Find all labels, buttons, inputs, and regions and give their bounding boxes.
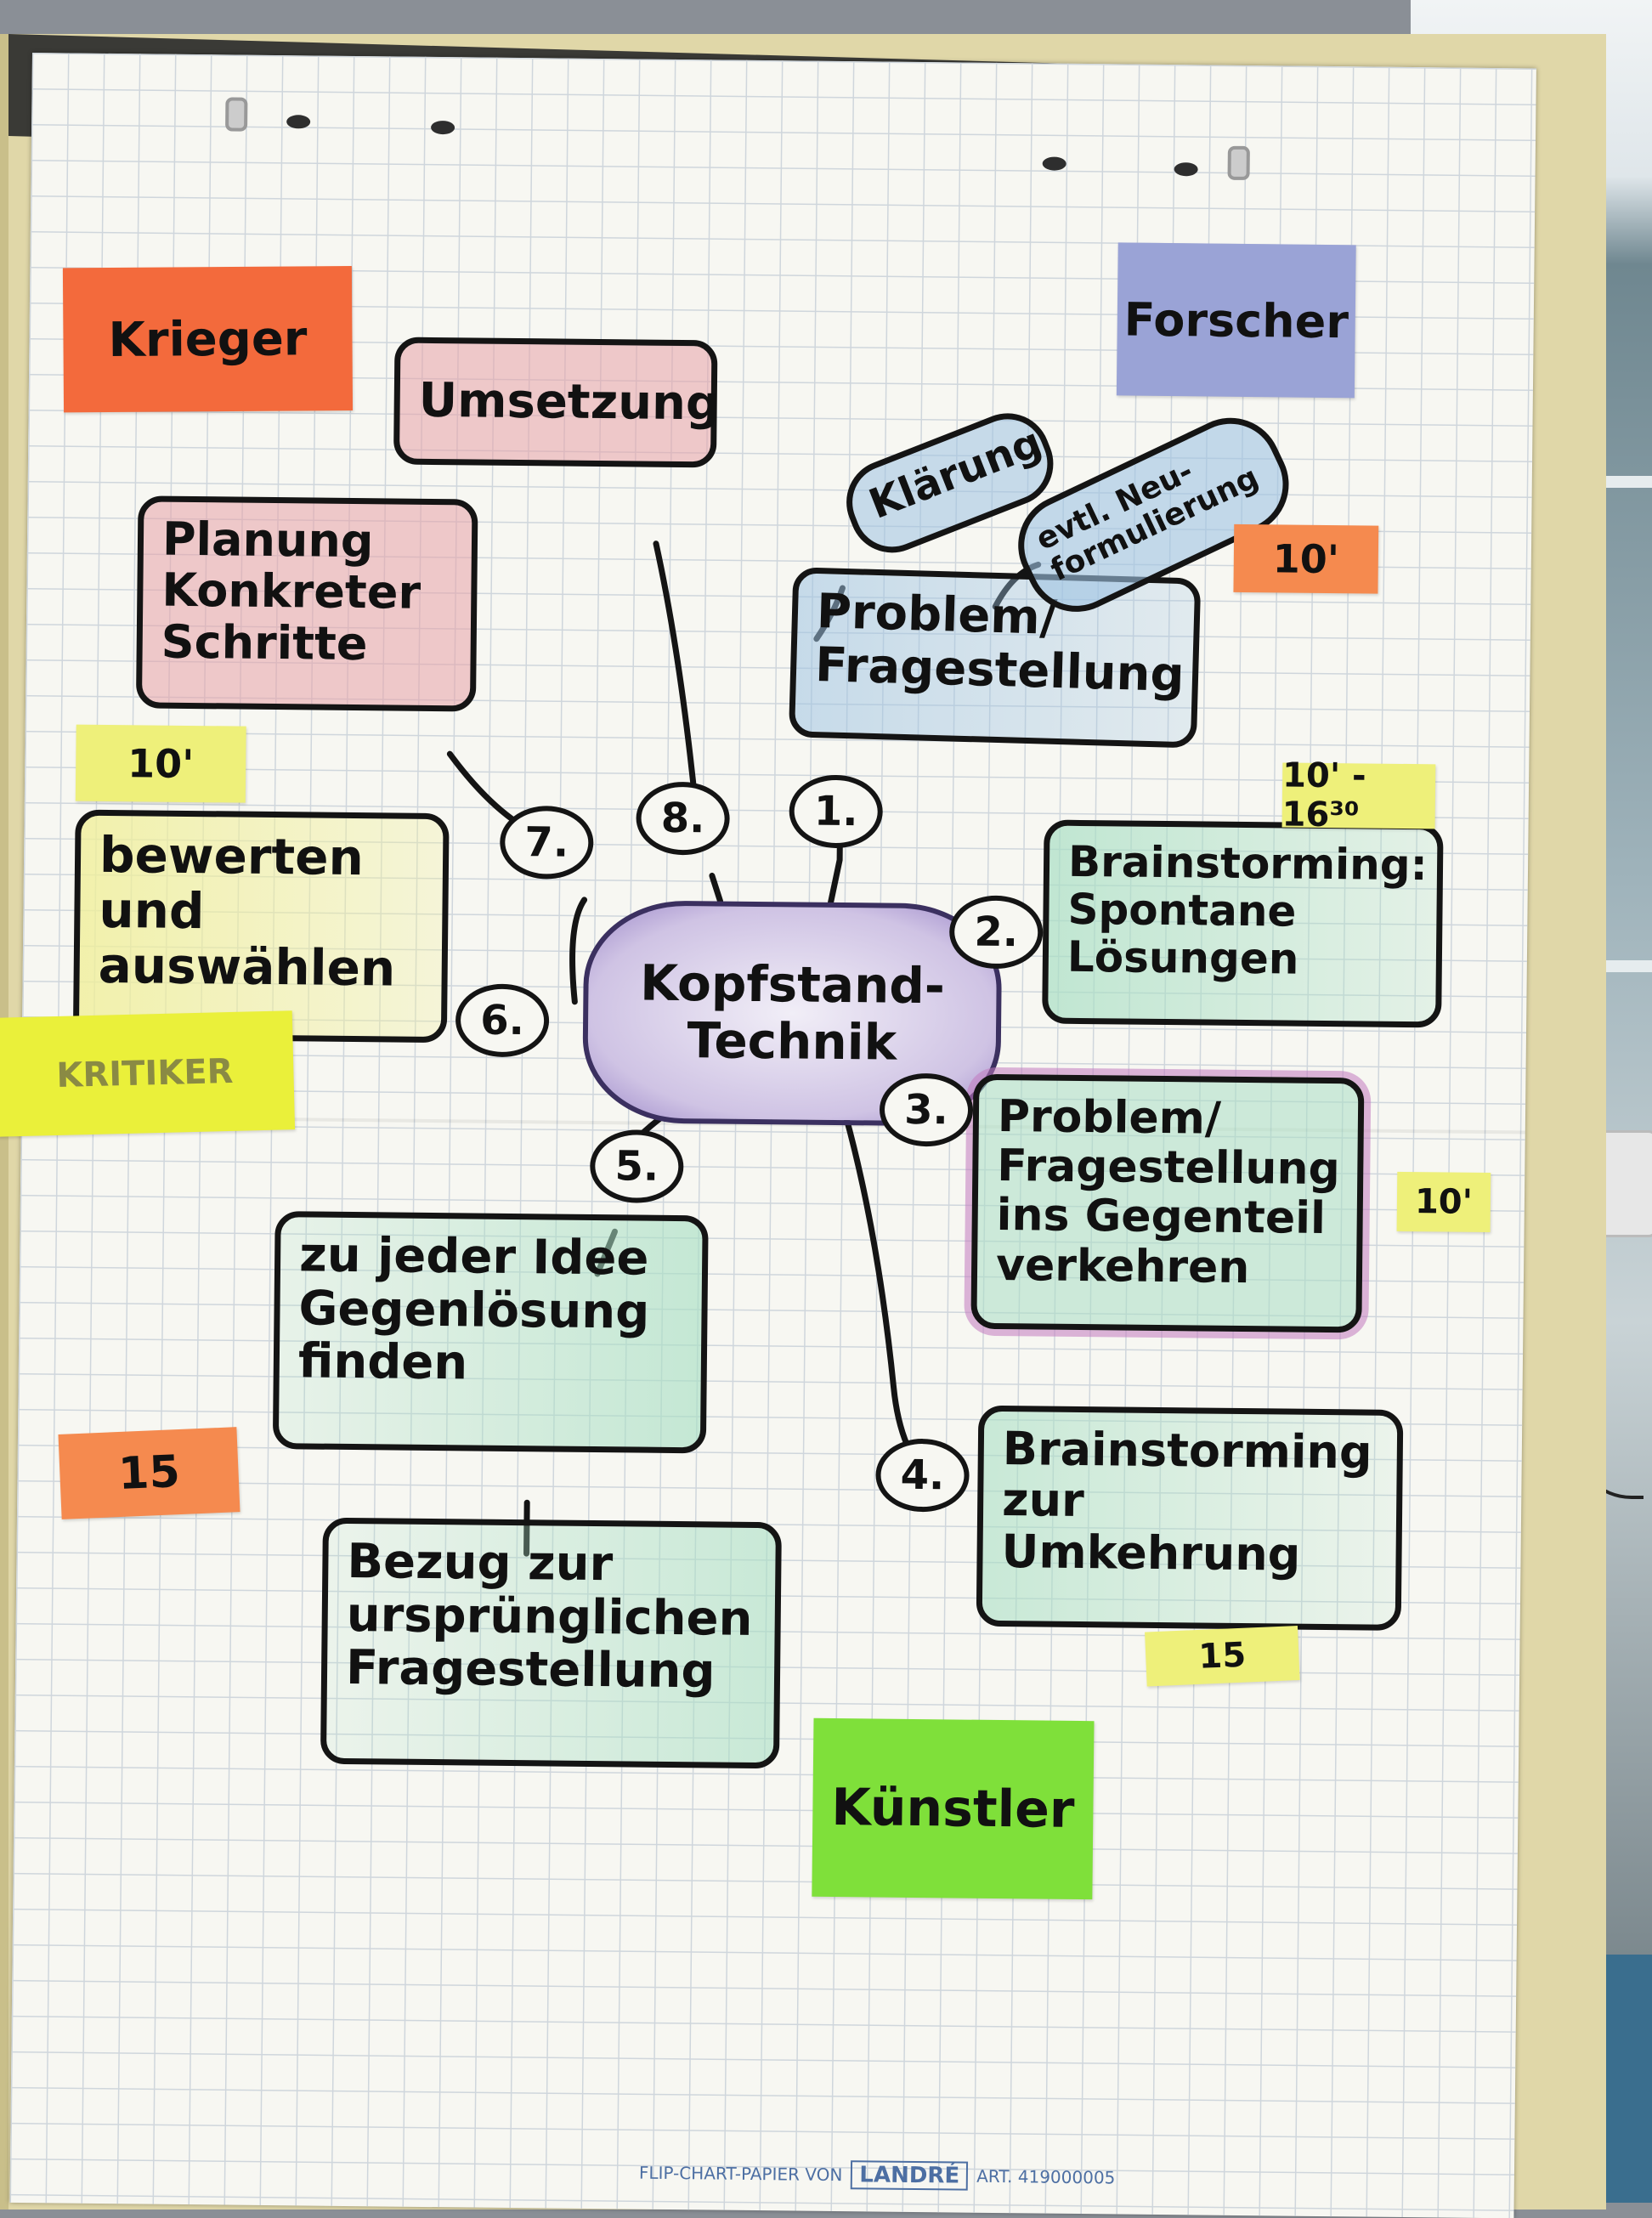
paper-footer: FLIP-CHART-PAPIER VON LANDRÉ ART. 419000… <box>639 2159 1116 2193</box>
role-forscher: Forscher <box>1117 242 1356 398</box>
step-6: 6. <box>455 983 550 1057</box>
time-note-planung: 10' <box>76 725 246 803</box>
connector-8 <box>653 544 699 808</box>
footer-prefix: FLIP-CHART-PAPIER VON <box>639 2163 843 2186</box>
node-brainstorming-umkehrung: Brainstorming zur Umkehrung <box>976 1406 1404 1631</box>
node-umsetzung: Umsetzung <box>393 337 718 467</box>
node-brainstorming-spontan: Brainstorming: Spontane Lösungen <box>1042 820 1443 1028</box>
time-note-gegenteil: 10' <box>1397 1172 1491 1232</box>
connector-7 <box>572 900 585 1002</box>
step-2: 2. <box>949 895 1044 969</box>
step-4: 4. <box>875 1438 970 1512</box>
node-bewerten: bewerten und auswählen <box>73 810 450 1044</box>
connector-4 <box>841 1115 948 1490</box>
step-3: 3. <box>880 1073 974 1147</box>
connector-8-cloud <box>712 875 721 901</box>
step-7: 7. <box>500 806 594 880</box>
node-planung: Planung Konkreter Schritte <box>136 495 478 711</box>
role-kuenstler: Künstler <box>812 1718 1094 1899</box>
time-note-krieger: 15 <box>59 1427 240 1519</box>
node-problem-fragestellung: Problem/ Fragestellung <box>789 567 1201 748</box>
node-gegenloesung: zu jeder Idee Gegenlösung finden <box>273 1211 709 1453</box>
time-note-brainstorm: 10' - 16³⁰ <box>1282 762 1436 829</box>
time-note-kuenstler: 15 <box>1145 1626 1300 1686</box>
step-5: 5. <box>590 1129 684 1203</box>
node-bezug: Bezug zur ursprünglichen Fragestellung <box>320 1518 782 1769</box>
step-1: 1. <box>789 774 883 848</box>
footer-article: ART. 419000005 <box>976 2166 1115 2188</box>
step-8: 8. <box>636 781 730 855</box>
role-kritiker: KRITIKER <box>0 1010 295 1137</box>
role-krieger: Krieger <box>63 266 353 412</box>
flipchart-paper: Kopfstand- Technik Problem/ Fragestellun… <box>10 53 1536 2218</box>
footer-brand-logo: LANDRÉ <box>851 2160 968 2190</box>
node-gegenteil: Problem/ Fragestellung ins Gegenteil ver… <box>970 1074 1364 1333</box>
time-note-forscher: 10' <box>1233 524 1378 594</box>
